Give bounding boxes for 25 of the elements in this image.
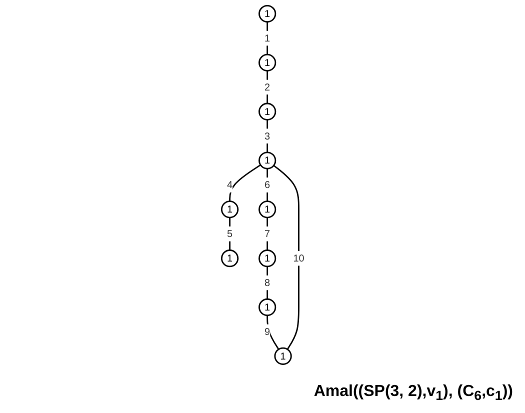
- edge-label: 2: [264, 81, 270, 93]
- edge-label: 6: [264, 178, 270, 190]
- edge-label: 9: [264, 326, 270, 338]
- node-circle: 1: [258, 54, 276, 72]
- edge-label: 5: [226, 228, 232, 240]
- node-circle: 1: [274, 347, 292, 365]
- edge-label: 8: [264, 276, 270, 288]
- node-circle: 1: [258, 298, 276, 316]
- connector: [266, 22, 268, 55]
- node-circle: 1: [258, 250, 276, 268]
- edge-label: 3: [264, 130, 270, 142]
- connector: [272, 164, 299, 350]
- node-circle: 1: [258, 152, 276, 170]
- node-circle: 1: [220, 200, 238, 218]
- node-circle: 1: [258, 200, 276, 218]
- node-circle: 1: [258, 102, 276, 120]
- node-circle: 1: [258, 5, 276, 23]
- edge-label: 4: [226, 178, 232, 190]
- edge-label: 10: [292, 252, 304, 264]
- connector: [228, 164, 260, 202]
- edge-label: 7: [264, 228, 270, 240]
- caption: Amal((SP(3, 2),v$_{1}$), (C$_{6}$,c$_{1}$)): [314, 382, 513, 403]
- connector: [228, 218, 230, 250]
- node-circle: 1: [220, 250, 238, 268]
- edge-label: 1: [264, 32, 270, 44]
